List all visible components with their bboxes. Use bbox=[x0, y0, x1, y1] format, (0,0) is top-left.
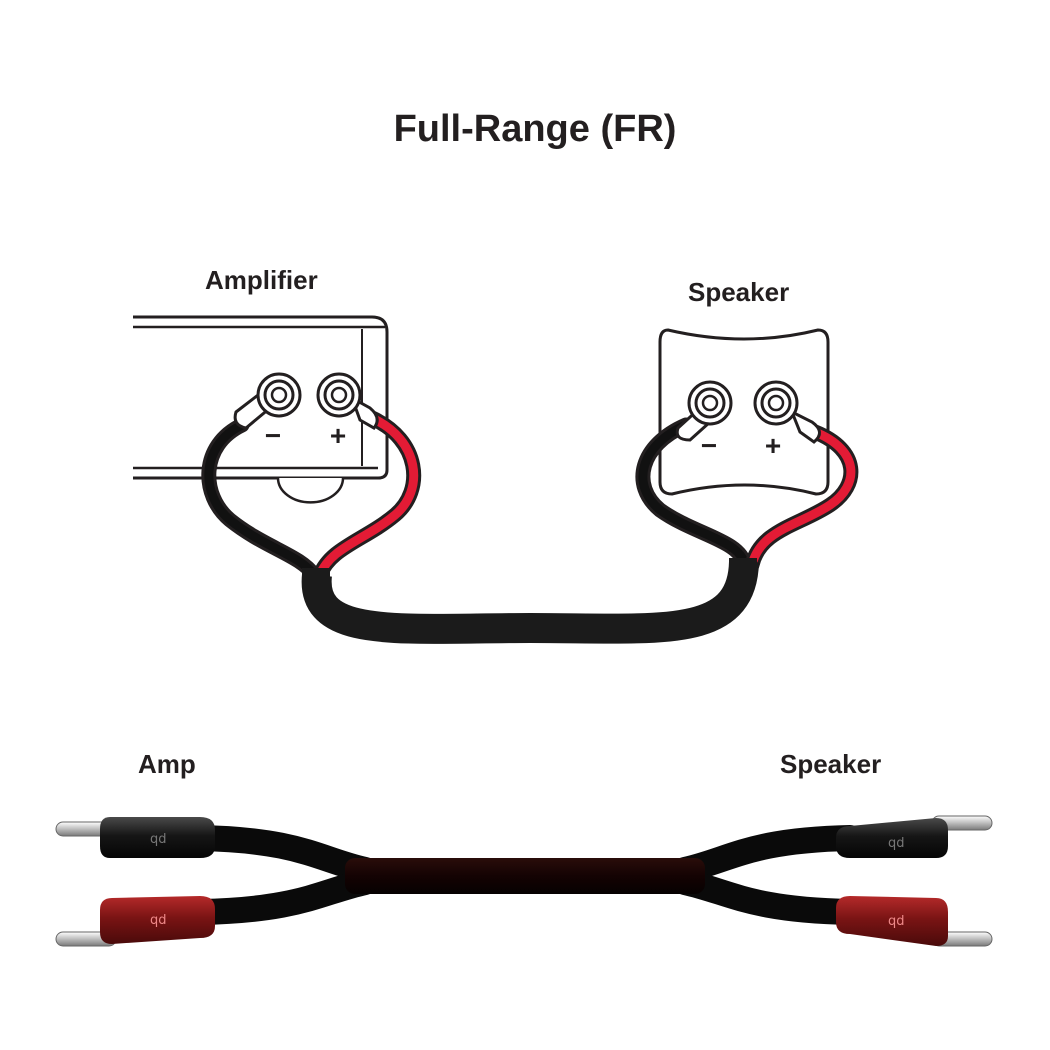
spk-positive-terminal-icon bbox=[753, 380, 799, 426]
amp-red-branch bbox=[187, 869, 378, 925]
amp-black-plug-logo: qd bbox=[150, 832, 167, 847]
amp-red-plug: qd bbox=[55, 896, 215, 947]
spk-red-plug: qd bbox=[836, 896, 993, 947]
amplifier-label: Amplifier bbox=[205, 265, 318, 295]
spk-red-plug-logo: qd bbox=[888, 914, 905, 929]
amp-black-plug: qd bbox=[55, 817, 215, 858]
cable-amp-label: Amp bbox=[138, 749, 196, 779]
amplifier-foot bbox=[276, 477, 345, 504]
amp-negative-sign: − bbox=[265, 420, 281, 451]
amp-cable-boot bbox=[302, 568, 330, 586]
spk-negative-sign: − bbox=[701, 430, 717, 461]
spk-negative-terminal-icon bbox=[687, 380, 733, 426]
speaker-cable-jacket bbox=[301, 560, 759, 644]
amp-positive-wire bbox=[315, 413, 419, 580]
cable-speaker-label: Speaker bbox=[780, 749, 882, 779]
speaker-box bbox=[658, 328, 830, 496]
cable-trunk bbox=[345, 858, 705, 894]
spk-red-branch bbox=[672, 869, 863, 925]
speaker-label: Speaker bbox=[688, 277, 790, 307]
diagram-title: Full-Range (FR) bbox=[393, 108, 677, 150]
spk-cable-boot bbox=[729, 558, 757, 576]
amp-positive-terminal-icon bbox=[316, 372, 362, 418]
amp-black-branch bbox=[187, 825, 378, 883]
spk-black-branch bbox=[672, 825, 863, 883]
amp-negative-wire bbox=[204, 420, 319, 580]
amp-negative-terminal-icon bbox=[256, 372, 302, 418]
spk-positive-sign: + bbox=[765, 430, 781, 461]
amp-red-plug-logo: qd bbox=[150, 913, 167, 928]
spk-negative-wire bbox=[638, 420, 750, 570]
cable-photo: qd qd qd qd bbox=[55, 815, 993, 947]
spk-positive-spade bbox=[789, 408, 821, 444]
spk-positive-wire bbox=[747, 427, 856, 570]
spk-black-plug-logo: qd bbox=[888, 836, 905, 851]
amp-positive-sign: + bbox=[330, 420, 346, 451]
spk-black-plug: qd bbox=[836, 815, 993, 858]
